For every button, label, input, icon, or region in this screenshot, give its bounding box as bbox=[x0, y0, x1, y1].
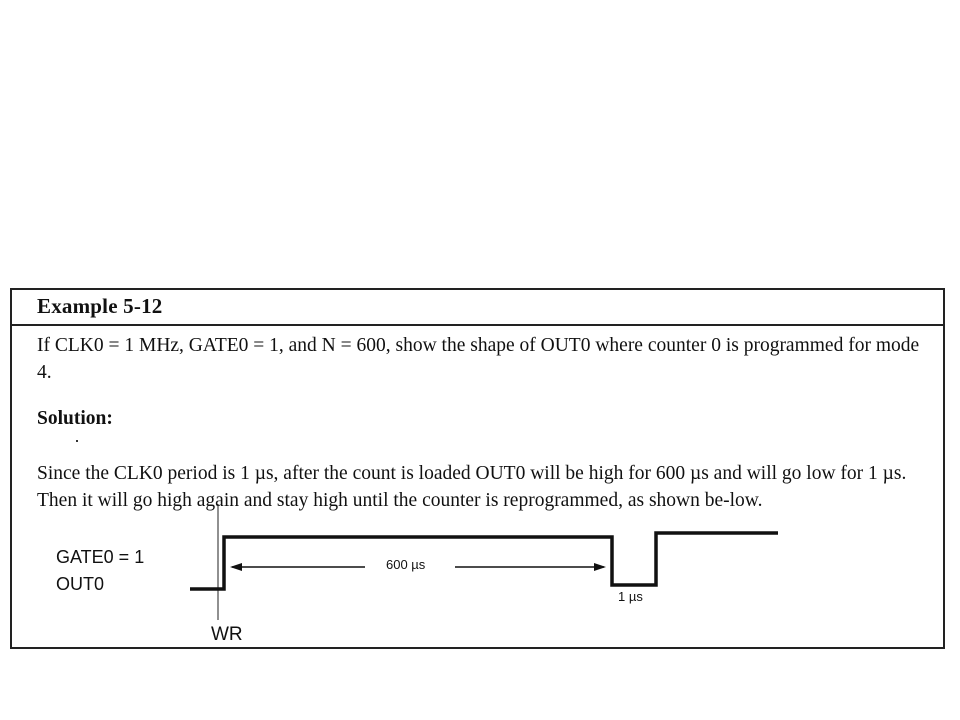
question-text: If CLK0 = 1 MHz, GATE0 = 1, and N = 600,… bbox=[37, 335, 920, 383]
example-title-bar: Example 5-12 bbox=[12, 290, 943, 326]
example-title: Example 5-12 bbox=[37, 294, 163, 318]
out0-waveform bbox=[190, 531, 778, 591]
solution-heading: Solution: bbox=[37, 408, 113, 429]
out0-label: OUT0 bbox=[56, 574, 104, 594]
arrowhead-left bbox=[230, 563, 242, 571]
stray-dot bbox=[76, 440, 78, 442]
high-duration-label: 600 µs bbox=[386, 557, 426, 572]
gate0-label: GATE0 = 1 bbox=[56, 547, 144, 567]
arrowhead-right bbox=[594, 563, 606, 571]
wr-label: WR bbox=[211, 624, 243, 645]
low-duration-label: 1 µs bbox=[618, 589, 643, 604]
